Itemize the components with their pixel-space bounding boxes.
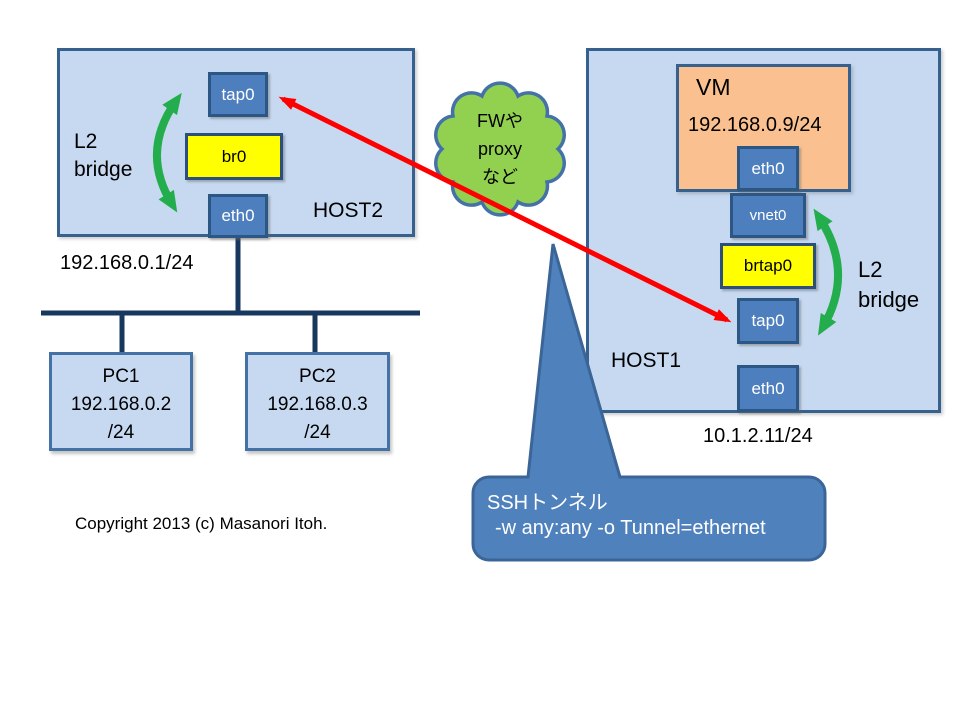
host2-ip-label: 192.168.0.1/24 xyxy=(60,252,194,274)
ssh-tunnel-command: -w any:any -o Tunnel=ethernet xyxy=(495,517,766,539)
vm-title: VM xyxy=(696,74,731,100)
host1-eth0-label: eth0 xyxy=(751,378,785,398)
host1-tap0-interface: tap0 xyxy=(737,298,799,344)
host1-ip-label: 10.1.2.11/24 xyxy=(703,425,813,447)
host1-vnet0-label: vnet0 xyxy=(749,207,787,224)
vm-ip-label: 192.168.0.9/24 xyxy=(688,114,822,136)
host1-title: HOST1 xyxy=(611,349,682,372)
pc1-name: PC1 xyxy=(102,366,140,387)
host1-l2-bridge-label: L2 bridge xyxy=(858,257,920,312)
host2-br0-bridge: br0 xyxy=(185,133,283,180)
host1-tap0-label: tap0 xyxy=(751,311,785,330)
vm-eth0-label: eth0 xyxy=(751,158,785,178)
host2-l2-bridge-label: L2 bridge xyxy=(74,130,133,181)
fw-proxy-cloud-label: FWや proxy など xyxy=(477,111,523,187)
host1-vnet0-interface: vnet0 xyxy=(730,193,806,238)
host2-eth0-label: eth0 xyxy=(221,206,255,225)
host2-br0-label: br0 xyxy=(221,146,247,166)
pc2-ip: 192.168.0.3 xyxy=(267,394,368,415)
pc2-mask: /24 xyxy=(304,422,331,443)
host2-tap0-interface: tap0 xyxy=(208,72,268,117)
host2-title: HOST2 xyxy=(313,199,384,222)
ssh-tunnel-title: SSHトンネル xyxy=(487,492,608,514)
host1-brtap0-bridge: brtap0 xyxy=(720,243,816,289)
pc1-mask: /24 xyxy=(107,422,135,443)
host2-tap0-label: tap0 xyxy=(221,84,255,104)
host2-eth0-interface: eth0 xyxy=(208,194,268,238)
pc2-box: PC2 192.168.0.3 /24 xyxy=(245,352,390,451)
pc1-ip: 192.168.0.2 xyxy=(70,394,172,415)
copyright-text: Copyright 2013 (c) Masanori Itoh. xyxy=(75,514,328,533)
host1-eth0-interface: eth0 xyxy=(737,365,799,412)
host1-brtap0-label: brtap0 xyxy=(743,256,793,275)
pc1-box: PC1 192.168.0.2 /24 xyxy=(49,352,193,451)
pc2-name: PC2 xyxy=(299,366,336,387)
vm-eth0-interface: eth0 xyxy=(737,146,799,191)
